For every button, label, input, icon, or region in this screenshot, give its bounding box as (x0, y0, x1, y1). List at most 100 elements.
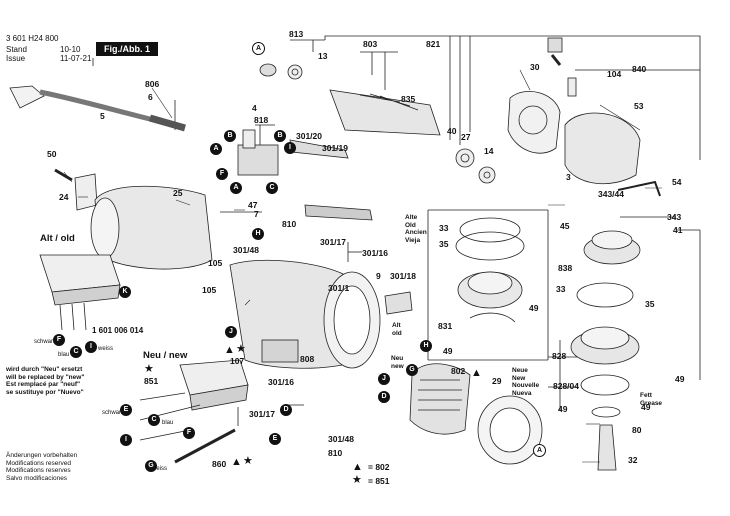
part-806: 806 (145, 79, 160, 89)
part-49-a: 49 (529, 303, 539, 313)
figure-label: Fig./Abb. 1 (96, 42, 158, 56)
part-343-44: 343/44 (598, 189, 624, 199)
star-marker: ★ (236, 343, 246, 355)
part-41: 41 (673, 225, 683, 235)
part-14: 14 (484, 146, 494, 156)
part-4: 4 (252, 103, 257, 113)
part-50: 50 (47, 149, 57, 159)
part-27: 27 (461, 132, 471, 142)
part-33-left: 33 (439, 223, 449, 233)
part-107: 107 (230, 356, 245, 366)
replacement-notice: wird durch "Neu" ersetzt will be replace… (6, 366, 85, 396)
callout-h: H (252, 228, 264, 240)
part-25: 25 (173, 188, 183, 198)
callout-j: J (378, 373, 390, 385)
part-40: 40 (447, 126, 457, 136)
legend-star-value: = 851 (368, 476, 390, 486)
callout-h: H (420, 340, 432, 352)
callout-f: F (216, 168, 228, 180)
issue-label: Issue (6, 54, 26, 63)
part-860: 860 (212, 459, 227, 469)
callout-g: G (145, 460, 157, 472)
callout-c: C (70, 346, 82, 358)
callout-a: A (230, 182, 242, 194)
callout-i: I (284, 142, 296, 154)
part-29: 29 (492, 376, 502, 386)
part-301-20: 301/20 (296, 131, 322, 141)
part-35-left: 35 (439, 239, 449, 249)
stand-label: Stand (6, 45, 27, 54)
neue-new-label: Neue New Nouvelle Nueva (512, 367, 540, 397)
part-810-bottom: 810 (328, 448, 343, 458)
callout-c: C (148, 414, 160, 426)
part-32: 32 (628, 455, 638, 465)
part-301-18: 301/18 (390, 271, 416, 281)
star-marker: ★ (243, 455, 253, 467)
part-80: 80 (632, 425, 642, 435)
callout-d: D (378, 391, 390, 403)
part-105-b: 105 (202, 285, 217, 295)
issue-value: 11-07-21 (60, 54, 92, 63)
part-3: 3 (566, 172, 571, 182)
part-808: 808 (300, 354, 315, 364)
part-301-48-bottom: 301/48 (328, 434, 354, 444)
neu-new-small-label: Neu new (391, 355, 404, 370)
callout-g: G (406, 364, 418, 376)
part-6: 6 (148, 92, 153, 102)
triangle-marker: ▲ (224, 344, 235, 356)
callout-a: A (533, 444, 546, 457)
part-831: 831 (438, 321, 453, 331)
part-9: 9 (376, 271, 381, 281)
part-54: 54 (672, 177, 682, 187)
part-803: 803 (363, 39, 378, 49)
part-7: 7 (254, 209, 259, 219)
part-813: 813 (289, 29, 304, 39)
part-104: 104 (607, 69, 622, 79)
callout-f: F (183, 427, 195, 439)
neu-new-heading: Neu / new (143, 350, 188, 361)
stand-value: 10-10 (60, 45, 81, 54)
fett-grease-label: Fett Grease (640, 392, 663, 407)
callout-a: A (252, 42, 265, 55)
callout-f: F (53, 334, 65, 346)
part-301-16-top: 301/16 (362, 248, 388, 258)
alt-old-heading: Alt / old (40, 233, 75, 244)
part-301-17-bottom: 301/17 (249, 409, 275, 419)
callout-d: D (280, 404, 292, 416)
triangle-marker: ▲ (231, 456, 242, 468)
alte-old-label: Alte Old Ancien Vieja (405, 214, 427, 244)
legend-triangle-value: = 802 (368, 462, 390, 472)
star-marker: ★ (144, 363, 154, 375)
part-49-e: 49 (641, 402, 651, 412)
callout-k: K (119, 286, 131, 298)
wire-label-blau: blau (162, 420, 174, 426)
wire-label-weiss: weiss (98, 346, 114, 352)
triangle-marker: ▲ (471, 367, 482, 379)
wire-label-weiss: weiss (152, 466, 168, 472)
part-35-right: 35 (645, 299, 655, 309)
part-835: 835 (401, 94, 416, 104)
part-5: 5 (100, 111, 105, 121)
part-838: 838 (558, 263, 573, 273)
part-301-16-bottom: 301/16 (268, 377, 294, 387)
part-24: 24 (59, 192, 69, 202)
callout-c: C (266, 182, 278, 194)
legend-triangle-icon: ▲ (352, 461, 363, 473)
wire-label-schwarz: schwarz (102, 410, 125, 416)
part-802-middle: 802 (451, 366, 466, 376)
alt-old-small-label: Alt old (392, 322, 402, 337)
part-49-d: 49 (558, 404, 568, 414)
part-840: 840 (632, 64, 647, 74)
part-49-c: 49 (675, 374, 685, 384)
callout-i: I (85, 341, 97, 353)
part-13: 13 (318, 51, 328, 61)
part-810-top: 810 (282, 219, 297, 229)
part-818: 818 (254, 115, 269, 125)
document-number: 3 601 H24 800 (6, 34, 59, 43)
part-53: 53 (634, 101, 644, 111)
part-828-04: 828/04 (553, 381, 579, 391)
part-301-19: 301/19 (322, 143, 348, 153)
part-851-left: 851 (144, 376, 159, 386)
callout-b: B (224, 130, 236, 142)
